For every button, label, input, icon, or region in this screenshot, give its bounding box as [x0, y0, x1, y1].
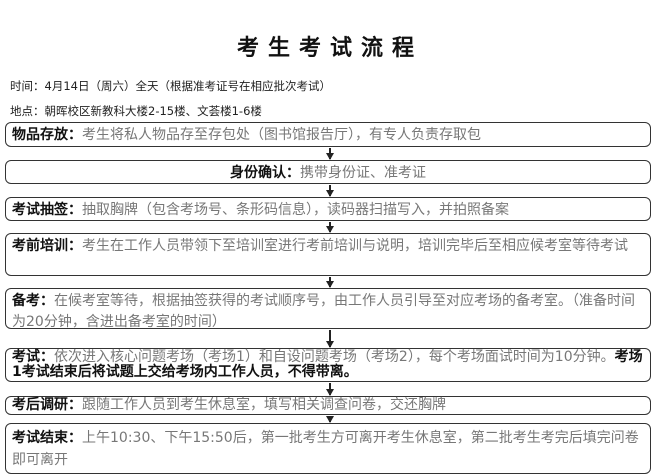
step-text: 抽取胸牌（包含考场号、条形码信息），读码器扫描写入，并拍照备案 [82, 202, 509, 218]
step-label: 考前培训： [12, 238, 82, 254]
step-label: 身份确认： [230, 165, 300, 181]
step-item-training: 考前培训：考生在工作人员带领下至培训室进行考前培训与说明，培训完毕后至相应候考室… [5, 233, 651, 276]
step-text: 在候考室等待，根据抽签获得的考试顺序号，由工作人员引导至对应考场的备考室。（准备… [12, 293, 635, 330]
step-item-draw: 考试抽签：抽取胸牌（包含考场号、条形码信息），读码器扫描写入，并拍照备案 [5, 197, 651, 221]
page-title: 考生考试流程 [236, 36, 423, 61]
step-text: 上午10:30、下午15:50后，第一批考生方可离开考生休息室，第二批考生考完后… [12, 430, 639, 468]
arrow-down-icon [326, 148, 333, 160]
step-item-finish: 考试结束：上午10:30、下午15:50后，第一批考生方可离开考生休息室，第二批… [5, 423, 651, 474]
step-item-storage: 物品存放：考生将私人物品存至存包处（图书馆报告厅），有专人负责存取包 [5, 122, 651, 147]
arrow-down-icon [326, 277, 333, 288]
step-label: 考试抽签： [12, 202, 82, 218]
step-label: 考试： [12, 349, 54, 365]
arrow-down-icon [326, 416, 333, 423]
step-item-prepare: 备考：在候考室等待，根据抽签获得的考试顺序号，由工作人员引导至对应考场的备考室。… [5, 288, 651, 330]
step-label: 考后调研： [12, 397, 82, 413]
arrow-down-icon [326, 185, 333, 197]
exam-location: 地点：朝晖校区新教科大楼2-15楼、文荟楼1-6楼 [10, 104, 262, 118]
step-label: 物品存放： [12, 127, 82, 143]
arrow-down-icon [326, 222, 333, 233]
step-text: 考生在工作人员带领下至培训室进行考前培训与说明，培训完毕后至相应候考室等待考试 [82, 238, 628, 254]
step-item-exam: 考试：依次进入核心问题考场（考场1）和自设问题考场（考场2），每个考场面试时间为… [5, 348, 651, 382]
step-text: 依次进入核心问题考场（考场1）和自设问题考场（考场2），每个考场面试时间为10分… [54, 349, 615, 365]
step-label: 备考： [12, 293, 54, 309]
arrow-down-icon [326, 330, 333, 348]
step-text: 考生将私人物品存至存包处（图书馆报告厅），有专人负责存取包 [82, 127, 481, 143]
exam-time: 时间：4月14日（周六）全天（根据准考证号在相应批次考试） [10, 79, 331, 93]
step-text: 携带身份证、准考证 [300, 165, 426, 181]
step-label: 考试结束： [12, 430, 82, 446]
step-item-survey: 考后调研：跟随工作人员到考生休息室，填写相关调查问卷，交还胸牌 [5, 396, 651, 415]
step-text: 跟随工作人员到考生休息室，填写相关调查问卷，交还胸牌 [82, 397, 446, 413]
step-item-identity: 身份确认：携带身份证、准考证 [5, 160, 651, 184]
arrow-down-icon [326, 383, 333, 396]
step-emphasis: 考场1考试结束后将试题上交给考场内工作人员，不得带离。 [12, 349, 643, 380]
